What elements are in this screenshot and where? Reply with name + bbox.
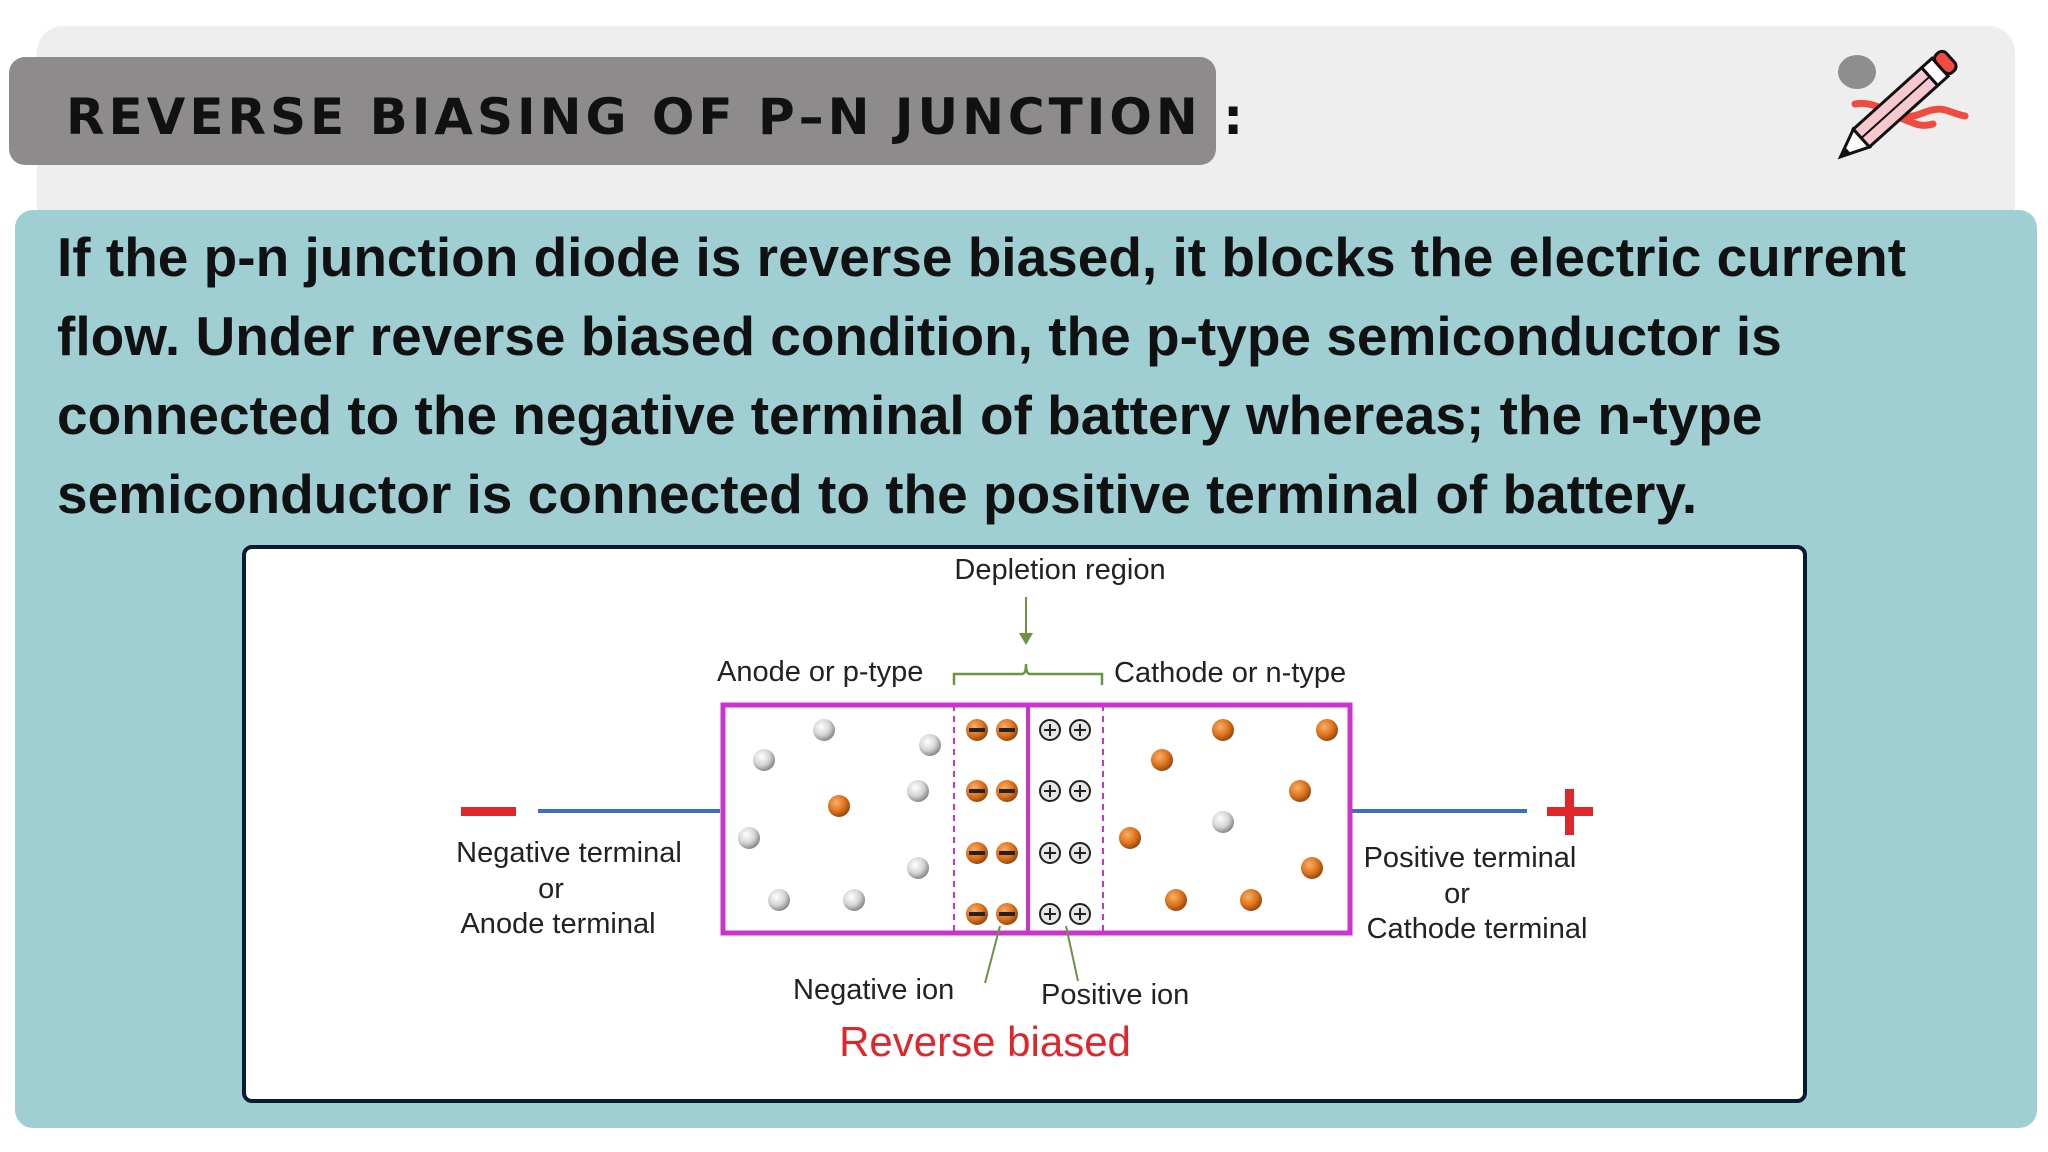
title-bar: REVERSE BIASING OF P–N JUNCTION :: [9, 57, 1243, 165]
electron: [1316, 719, 1338, 741]
negative-terminal-label: Negative terminal or Anode terminal: [456, 837, 690, 940]
anode-label: Anode or p-type: [717, 656, 923, 688]
hole: [919, 734, 941, 756]
positive-terminal-label: Positive terminal or Cathode terminal: [1364, 842, 1588, 945]
positive-terminal-line-2: or: [1444, 878, 1470, 910]
electron: [1151, 749, 1173, 771]
depletion-pointer-head: [1019, 633, 1033, 645]
positive-ion: [1039, 719, 1061, 741]
hole: [768, 889, 790, 911]
electron: [1240, 889, 1262, 911]
positive-ion: [1039, 780, 1061, 802]
negative-ion: [996, 903, 1018, 925]
negative-ion: [966, 719, 988, 741]
negative-ion-pointer: [984, 925, 1001, 984]
depletion-bracket: [952, 663, 1104, 685]
negative-ion-label: Negative ion: [793, 974, 954, 1006]
explanation-paragraph: If the p-n junction diode is reverse bia…: [57, 226, 1907, 525]
hole: [907, 780, 929, 802]
negative-ion: [966, 780, 988, 802]
hole: [753, 749, 775, 771]
electron: [1289, 780, 1311, 802]
positive-ion: [1039, 903, 1061, 925]
page-title: REVERSE BIASING OF P–N JUNCTION :: [66, 88, 1248, 146]
negative-ion: [966, 842, 988, 864]
positive-ion: [1069, 719, 1091, 741]
positive-ion-label: Positive ion: [1041, 979, 1189, 1011]
positive-terminal-line-3: Cathode terminal: [1367, 913, 1588, 945]
positive-ion: [1039, 842, 1061, 864]
negative-ion: [966, 903, 988, 925]
hole: [813, 719, 835, 741]
negative-ion: [996, 842, 1018, 864]
pn-junction-diagram: Depletion region Anode or p-type Cathode…: [456, 554, 1593, 1065]
hole: [843, 889, 865, 911]
negative-sign: [461, 807, 516, 816]
diagram-caption: Reverse biased: [839, 1018, 1131, 1065]
positive-ion: [1069, 842, 1091, 864]
electron: [828, 795, 850, 817]
electron: [1119, 827, 1141, 849]
negative-terminal-line-1: Negative terminal: [456, 837, 682, 869]
negative-terminal-line-3: Anode terminal: [460, 908, 655, 940]
hole: [738, 827, 760, 849]
positive-ion: [1069, 903, 1091, 925]
positive-ion: [1069, 780, 1091, 802]
depletion-region-label: Depletion region: [954, 554, 1165, 586]
cathode-label: Cathode or n-type: [1114, 657, 1346, 689]
positive-sign-v: [1565, 789, 1574, 835]
electron: [1301, 857, 1323, 879]
hole: [907, 857, 929, 879]
hole: [1212, 811, 1234, 833]
negative-terminal-line-2: or: [538, 873, 564, 905]
negative-ion: [996, 719, 1018, 741]
electron: [1165, 889, 1187, 911]
positive-terminal-line-1: Positive terminal: [1364, 842, 1577, 874]
negative-ion: [996, 780, 1018, 802]
electron: [1212, 719, 1234, 741]
negative-ion-group: [966, 719, 1018, 925]
positive-ion-pointer: [1065, 925, 1079, 982]
pencil-icon: [1837, 49, 1969, 160]
positive-ion-group: [1039, 719, 1091, 925]
